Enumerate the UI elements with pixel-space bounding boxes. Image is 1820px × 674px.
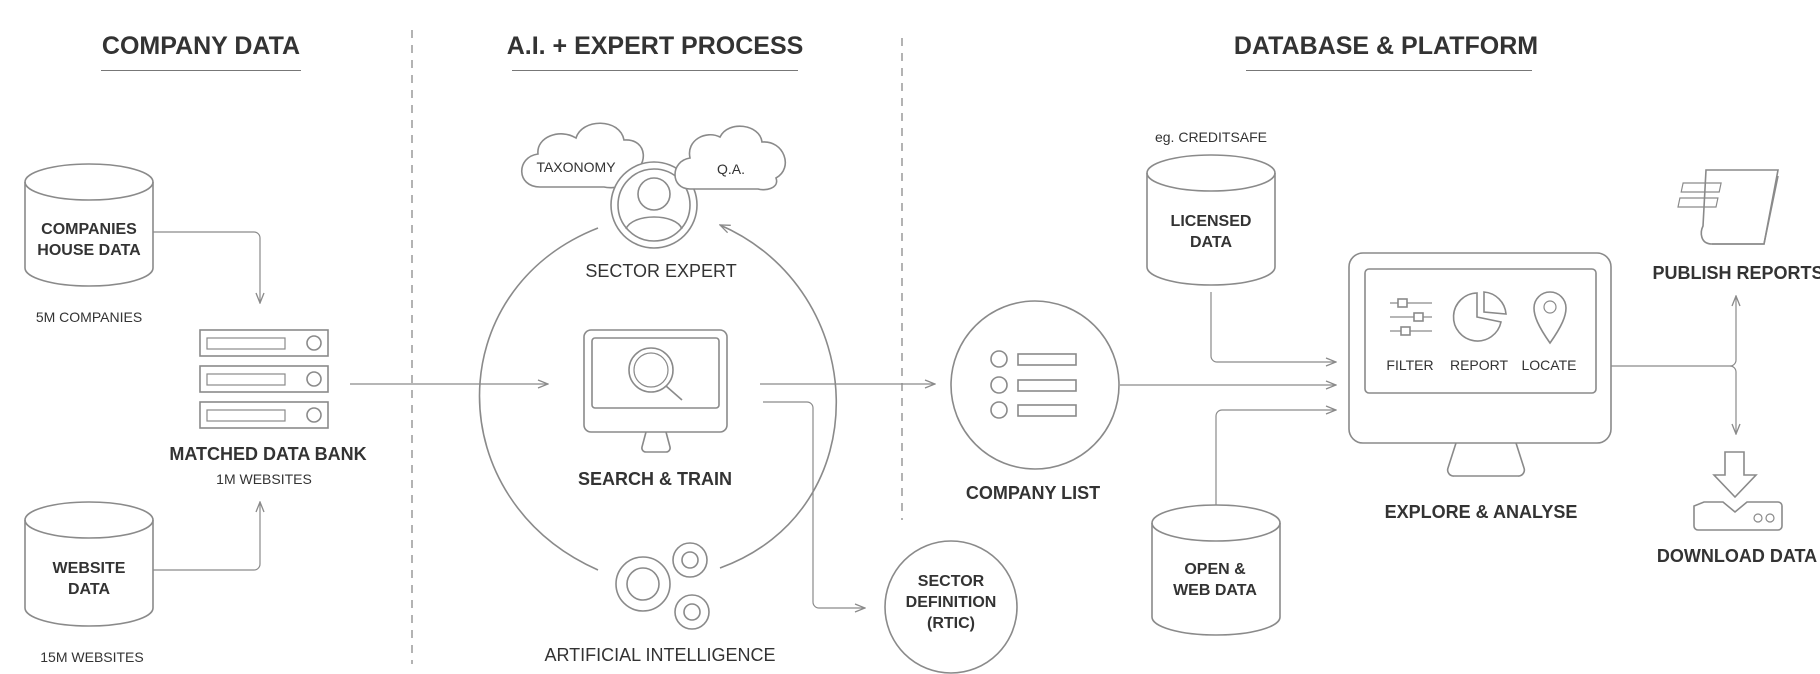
heading-company-data: COMPANY DATA (101, 32, 301, 60)
loop-arc-right (720, 224, 838, 569)
report-pie-icon (1452, 291, 1507, 342)
locate-label: LOCATE (1521, 357, 1577, 373)
locate-pin-icon (1533, 291, 1567, 345)
loop-arc-left (478, 227, 599, 571)
matched-bank-title: MATCHED DATA BANK (169, 444, 367, 464)
heading-underline (512, 70, 798, 71)
server-stack-icon (199, 329, 329, 429)
search-train-label: SEARCH & TRAIN (577, 469, 733, 489)
filter-sliders-icon (1390, 298, 1432, 336)
sector-definition-line2: DEFINITION (905, 593, 997, 611)
qa-cloud-icon (674, 125, 787, 191)
companies-house-caption: 5M COMPANIES (35, 309, 143, 325)
company-list-label: COMPANY LIST (965, 483, 1101, 503)
ai-label: ARTIFICIAL INTELLIGENCE (544, 645, 776, 665)
sector-definition-line3: (RTIC) (927, 614, 975, 632)
open-web-data-label: OPEN & WEB DATA (1173, 560, 1257, 602)
sector-expert-label: SECTOR EXPERT (585, 261, 737, 281)
open-web-line1: OPEN & (1184, 561, 1246, 578)
open-web-line2: WEB DATA (1173, 581, 1257, 599)
website-line1: WEBSITE (52, 560, 126, 577)
publish-reports-label: PUBLISH REPORTS (1652, 263, 1820, 283)
company-list-icon (950, 300, 1120, 470)
filter-label: FILTER (1386, 357, 1434, 373)
companies-house-line2: HOUSE DATA (37, 241, 141, 259)
companies-house-label: COMPANIES HOUSE DATA (37, 220, 140, 262)
to-publish-arrow (1729, 296, 1736, 367)
companies-house-cylinder-icon (24, 163, 154, 287)
companies-to-bank-arrow (153, 231, 260, 303)
open-to-platform-arrow (1215, 410, 1336, 505)
process-to-sector-arrow (763, 401, 865, 608)
book-icon (1677, 169, 1779, 245)
sector-definition-line1: SECTOR (917, 573, 985, 590)
companies-house-line1: COMPANIES (41, 221, 137, 238)
sector-definition-circle (884, 540, 1018, 674)
website-line2: DATA (67, 580, 111, 598)
taxonomy-label: TAXONOMY (536, 159, 616, 175)
heading-ai-process: A.I. + EXPERT PROCESS (506, 32, 804, 60)
licensed-data-cylinder-icon (1146, 154, 1276, 286)
qa-label: Q.A. (716, 161, 746, 177)
heading-underline (1246, 70, 1532, 71)
explore-analyse-label: EXPLORE & ANALYSE (1384, 502, 1578, 522)
expert-avatar-icon (610, 161, 698, 249)
licensed-note: eg. CREDITSAFE (1154, 129, 1268, 145)
website-cylinder-icon (24, 501, 154, 627)
website-data-label: WEBSITE DATA (53, 559, 126, 601)
website-to-bank-arrow (153, 502, 260, 571)
licensed-line2: DATA (1189, 233, 1233, 251)
licensed-to-platform-arrow (1210, 292, 1336, 362)
download-icon (1693, 451, 1783, 531)
to-download-arrow (1729, 365, 1736, 434)
platform-monitor-icon (1348, 252, 1612, 477)
licensed-data-label: LICENSED DATA (1171, 212, 1252, 254)
download-data-label: DOWNLOAD DATA (1656, 546, 1818, 566)
heading-underline (101, 70, 301, 71)
licensed-line1: LICENSED (1170, 213, 1252, 230)
search-monitor-icon (583, 329, 728, 453)
report-label: REPORT (1449, 357, 1509, 373)
matched-bank-caption: 1M WEBSITES (216, 471, 312, 487)
sector-definition-label: SECTOR DEFINITION (RTIC) (906, 572, 997, 634)
website-caption: 15M WEBSITES (40, 649, 144, 665)
gears-icon (615, 542, 710, 630)
heading-database-platform: DATABASE & PLATFORM (1233, 32, 1539, 60)
